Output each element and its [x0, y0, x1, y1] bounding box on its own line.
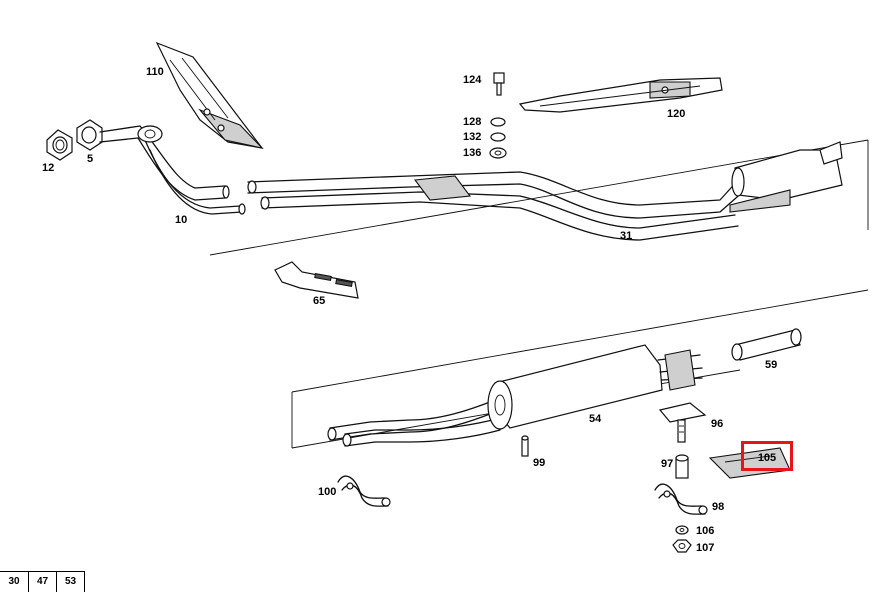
label-part-12: 12 — [42, 162, 55, 174]
clamp-part-98 — [654, 483, 708, 515]
main-pipe-part-31 — [247, 171, 746, 241]
label-part-132: 132 — [463, 131, 482, 143]
front-pipe-part-10 — [99, 125, 246, 215]
pin-part-99 — [521, 435, 529, 457]
nut-part-107 — [672, 539, 692, 553]
flange-seal-part-12 — [46, 129, 73, 161]
footer-reference-table: 30 47 53 — [0, 571, 85, 592]
washer-part-128 — [490, 117, 506, 127]
upper-plane-edge — [209, 139, 869, 256]
footer-cell[interactable]: 30 — [8, 576, 20, 587]
label-part-98: 98 — [712, 501, 725, 513]
bracket-part-65 — [274, 261, 359, 299]
label-part-59: 59 — [765, 359, 778, 371]
highlighted-part-label: 105 — [757, 452, 777, 464]
spacer-part-97 — [675, 454, 689, 479]
clamp-part-100 — [337, 475, 391, 507]
label-part-31: 31 — [620, 230, 633, 242]
footer-cell[interactable]: 47 — [28, 572, 56, 592]
highlighted-part-105[interactable]: 105 — [741, 441, 793, 471]
washer-part-132 — [490, 132, 506, 142]
flange-ring-part-5 — [76, 119, 103, 151]
label-part-5: 5 — [87, 153, 94, 165]
label-part-54: 54 — [589, 413, 602, 425]
footer-cell[interactable]: 53 — [56, 572, 84, 592]
label-part-99: 99 — [533, 457, 546, 469]
label-part-96: 96 — [711, 418, 724, 430]
screw-part-124 — [493, 72, 505, 96]
sleeve-part-59 — [731, 328, 802, 361]
rear-muffler — [729, 141, 843, 213]
bracket-strip-part-120 — [518, 77, 723, 113]
label-part-107: 107 — [696, 542, 715, 554]
hanger-part-96 — [658, 402, 707, 443]
label-part-100: 100 — [318, 486, 337, 498]
heat-shield-part-110 — [155, 41, 264, 149]
label-part-120: 120 — [667, 108, 686, 120]
lower-plane-top-edge — [291, 289, 869, 393]
label-part-10: 10 — [175, 214, 188, 226]
label-part-110: 110 — [146, 66, 164, 78]
nut-part-136 — [489, 147, 507, 159]
washer-part-106 — [675, 525, 689, 535]
label-part-97: 97 — [661, 458, 674, 470]
label-part-124: 124 — [463, 74, 482, 86]
label-part-65: 65 — [313, 295, 326, 307]
label-part-136: 136 — [463, 147, 482, 159]
label-part-106: 106 — [696, 525, 715, 537]
label-part-128: 128 — [463, 116, 482, 128]
middle-muffler-part-54 — [327, 344, 703, 447]
